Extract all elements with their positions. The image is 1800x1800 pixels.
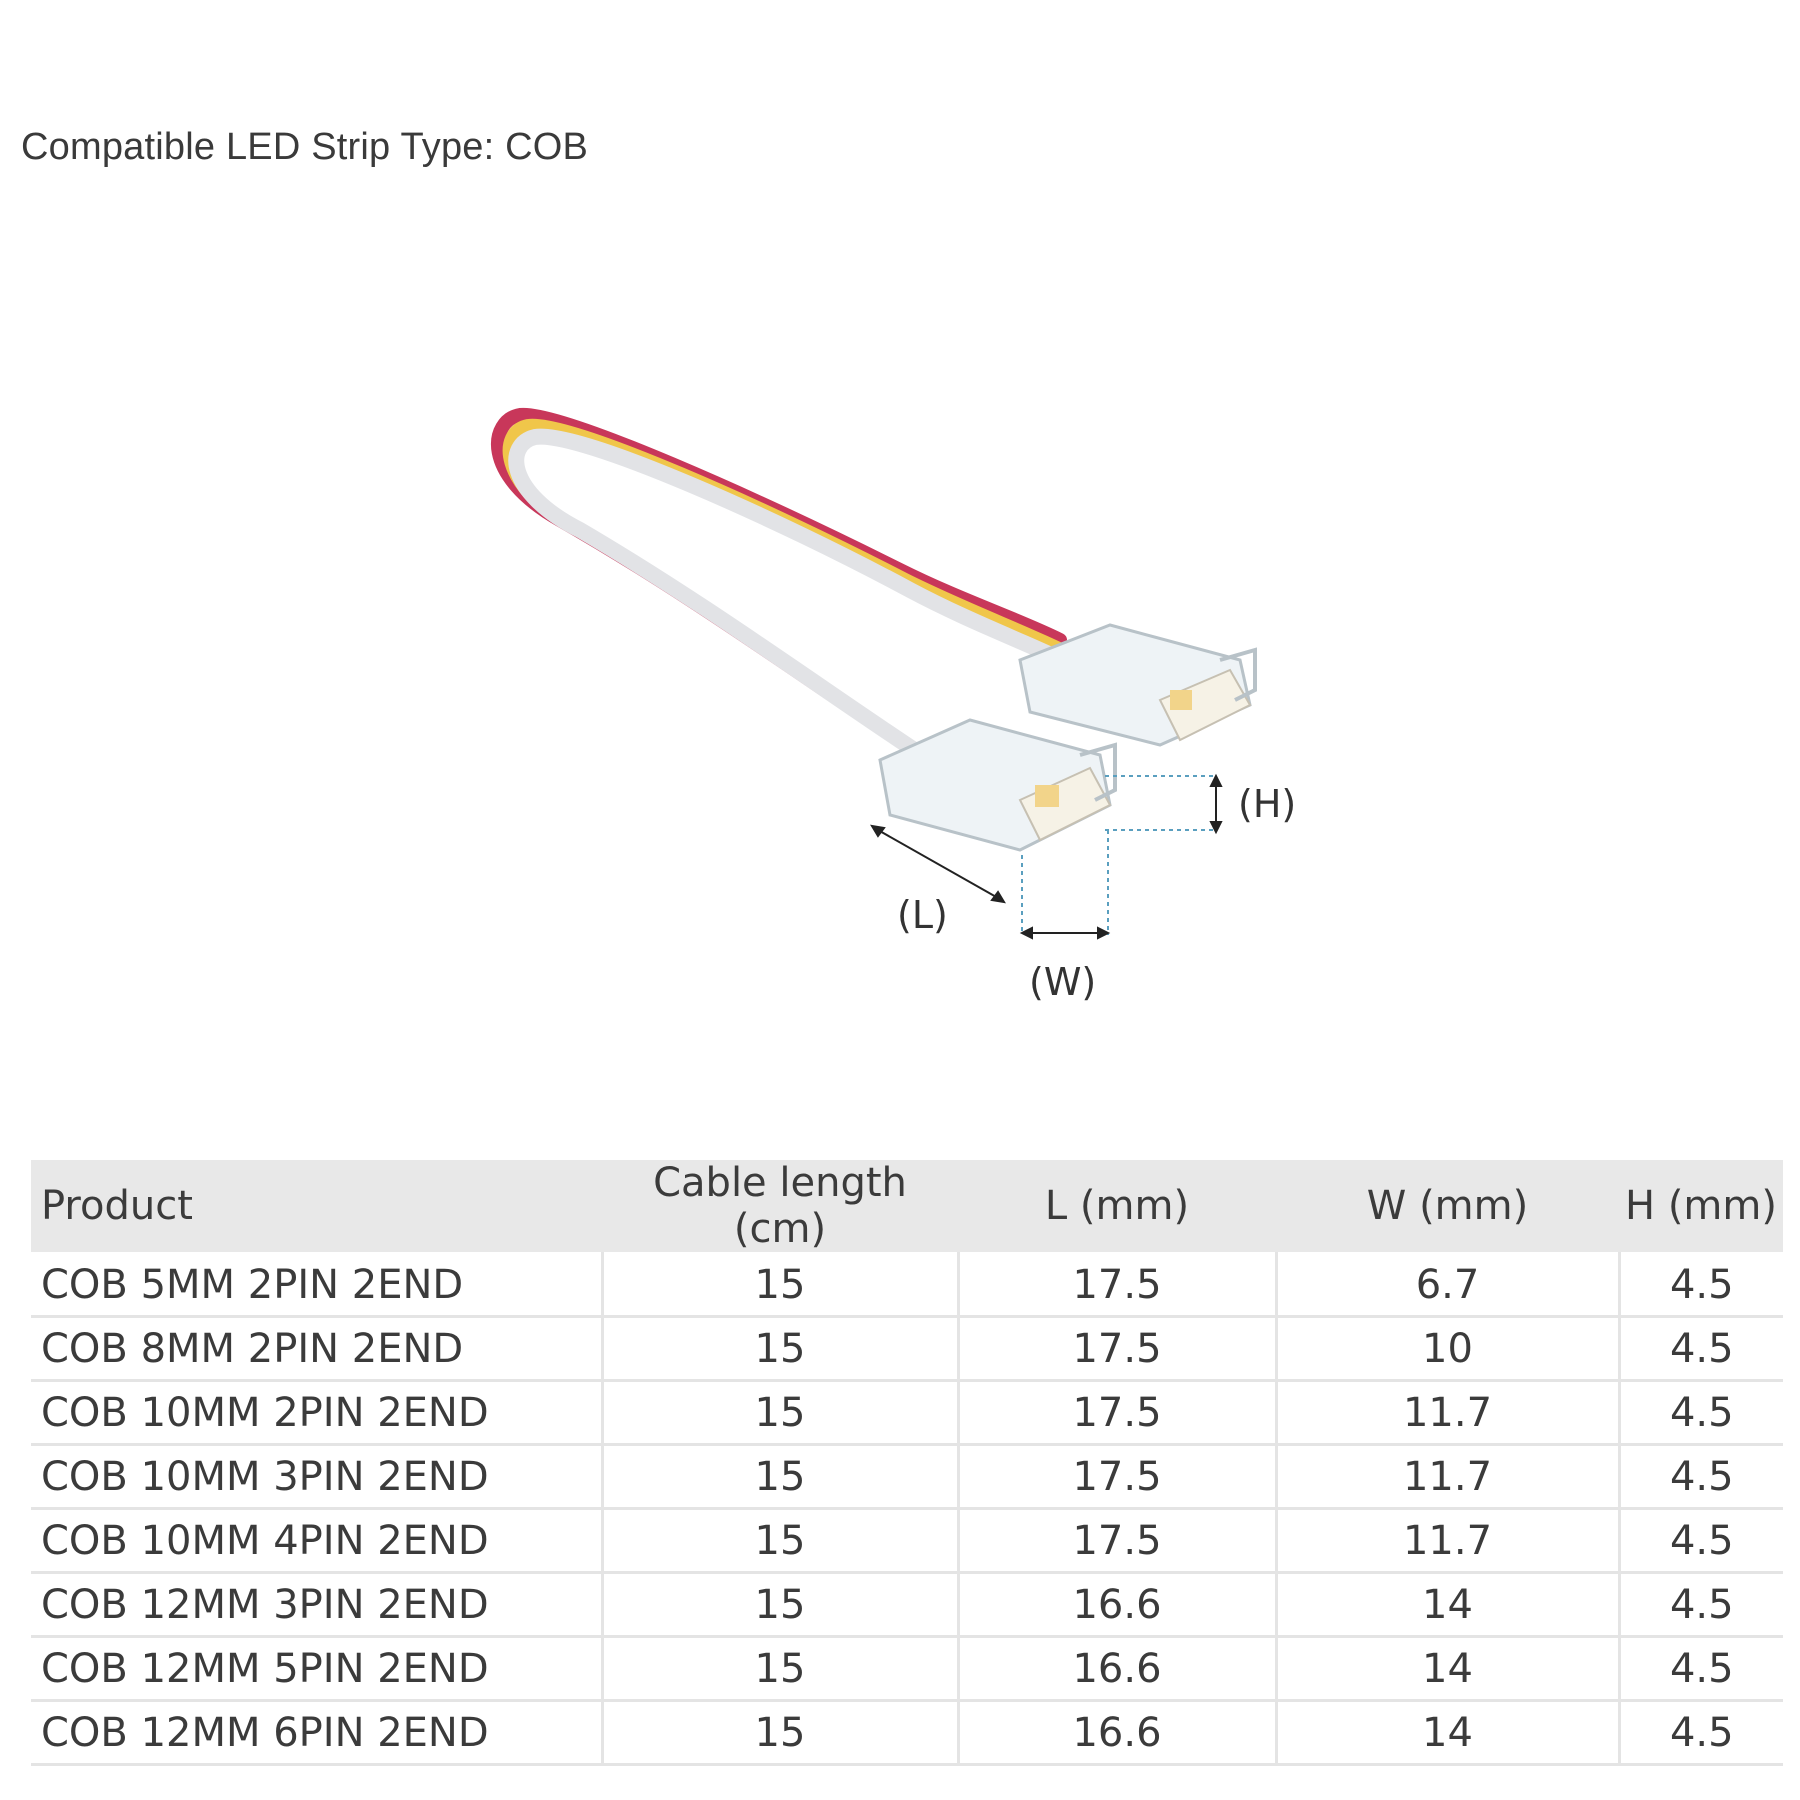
cell-height: 4.5: [1619, 1316, 1783, 1382]
cell-cable-length: 15: [602, 1444, 960, 1510]
cell-length: 17.5: [958, 1444, 1278, 1510]
table-row: COB 12MM 5PIN 2END 15 16.6 14 4.5: [31, 1636, 1783, 1702]
table-header-row: Product Cable length (cm) L (mm) W (mm) …: [31, 1160, 1783, 1254]
dimension-guides: [1021, 775, 1215, 935]
cell-height: 4.5: [1619, 1700, 1783, 1766]
cell-product: COB 12MM 5PIN 2END: [31, 1636, 604, 1702]
length-label: (L): [897, 893, 948, 937]
cell-width: 10: [1276, 1316, 1621, 1382]
cell-cable-length: 15: [602, 1700, 960, 1766]
page-title: Compatible LED Strip Type: COB: [21, 126, 589, 168]
cell-height: 4.5: [1619, 1253, 1783, 1318]
cell-length: 16.6: [958, 1572, 1278, 1638]
connector-illustration: (H) (L) (W): [490, 407, 1296, 1004]
table-row: COB 8MM 2PIN 2END 15 17.5 10 4.5: [31, 1316, 1783, 1382]
cell-cable-length: 15: [602, 1508, 960, 1574]
header-height: H (mm): [1619, 1160, 1783, 1254]
wire-yellow: [502, 418, 1072, 777]
cell-height: 4.5: [1619, 1444, 1783, 1510]
cell-width: 14: [1276, 1700, 1621, 1766]
cell-width: 14: [1276, 1572, 1621, 1638]
cell-cable-length: 15: [602, 1253, 960, 1318]
cable-wires: [490, 407, 1078, 788]
cell-product: COB 10MM 4PIN 2END: [31, 1508, 604, 1574]
cell-product: COB 8MM 2PIN 2END: [31, 1316, 604, 1382]
table-row: COB 10MM 3PIN 2END 15 17.5 11.7 4.5: [31, 1444, 1783, 1510]
wire-white: [508, 428, 1078, 788]
cell-width: 6.7: [1276, 1253, 1621, 1318]
cell-product: COB 5MM 2PIN 2END: [31, 1253, 604, 1318]
width-label: (W): [1029, 960, 1096, 1004]
cell-cable-length: 15: [602, 1316, 960, 1382]
cell-length: 17.5: [958, 1508, 1278, 1574]
connector-back: [1018, 623, 1257, 747]
cell-product: COB 12MM 3PIN 2END: [31, 1572, 604, 1638]
connector-front: [878, 718, 1117, 852]
header-length: L (mm): [958, 1160, 1276, 1254]
cell-height: 4.5: [1619, 1508, 1783, 1574]
table-row: COB 12MM 6PIN 2END 15 16.6 14 4.5: [31, 1700, 1783, 1766]
cell-height: 4.5: [1619, 1572, 1783, 1638]
cell-width: 11.7: [1276, 1380, 1621, 1446]
table-row: COB 5MM 2PIN 2END 15 17.5 6.7 4.5: [31, 1253, 1783, 1318]
table-row: COB 10MM 2PIN 2END 15 17.5 11.7 4.5: [31, 1380, 1783, 1446]
header-product: Product: [31, 1160, 602, 1254]
cell-length: 16.6: [958, 1636, 1278, 1702]
height-label: (H): [1238, 782, 1296, 826]
header-width: W (mm): [1276, 1160, 1619, 1254]
cell-length: 17.5: [958, 1316, 1278, 1382]
cell-height: 4.5: [1619, 1380, 1783, 1446]
cell-cable-length: 15: [602, 1572, 960, 1638]
wire-red: [490, 407, 1067, 767]
table-row: COB 10MM 4PIN 2END 15 17.5 11.7 4.5: [31, 1508, 1783, 1574]
table-row: COB 12MM 3PIN 2END 15 16.6 14 4.5: [31, 1572, 1783, 1638]
cell-cable-length: 15: [602, 1636, 960, 1702]
header-cable-length: Cable length (cm): [602, 1160, 958, 1254]
cell-width: 14: [1276, 1636, 1621, 1702]
cell-length: 17.5: [958, 1380, 1278, 1446]
cell-product: COB 10MM 3PIN 2END: [31, 1444, 604, 1510]
cell-cable-length: 15: [602, 1380, 960, 1446]
cell-height: 4.5: [1619, 1636, 1783, 1702]
dimension-arrows: [870, 773, 1223, 940]
spec-table: Product Cable length (cm) L (mm) W (mm) …: [31, 1160, 1783, 1766]
cell-width: 11.7: [1276, 1508, 1621, 1574]
cell-product: COB 12MM 6PIN 2END: [31, 1700, 604, 1766]
cell-length: 17.5: [958, 1253, 1278, 1318]
cell-product: COB 10MM 2PIN 2END: [31, 1380, 604, 1446]
cell-width: 11.7: [1276, 1444, 1621, 1510]
cell-length: 16.6: [958, 1700, 1278, 1766]
